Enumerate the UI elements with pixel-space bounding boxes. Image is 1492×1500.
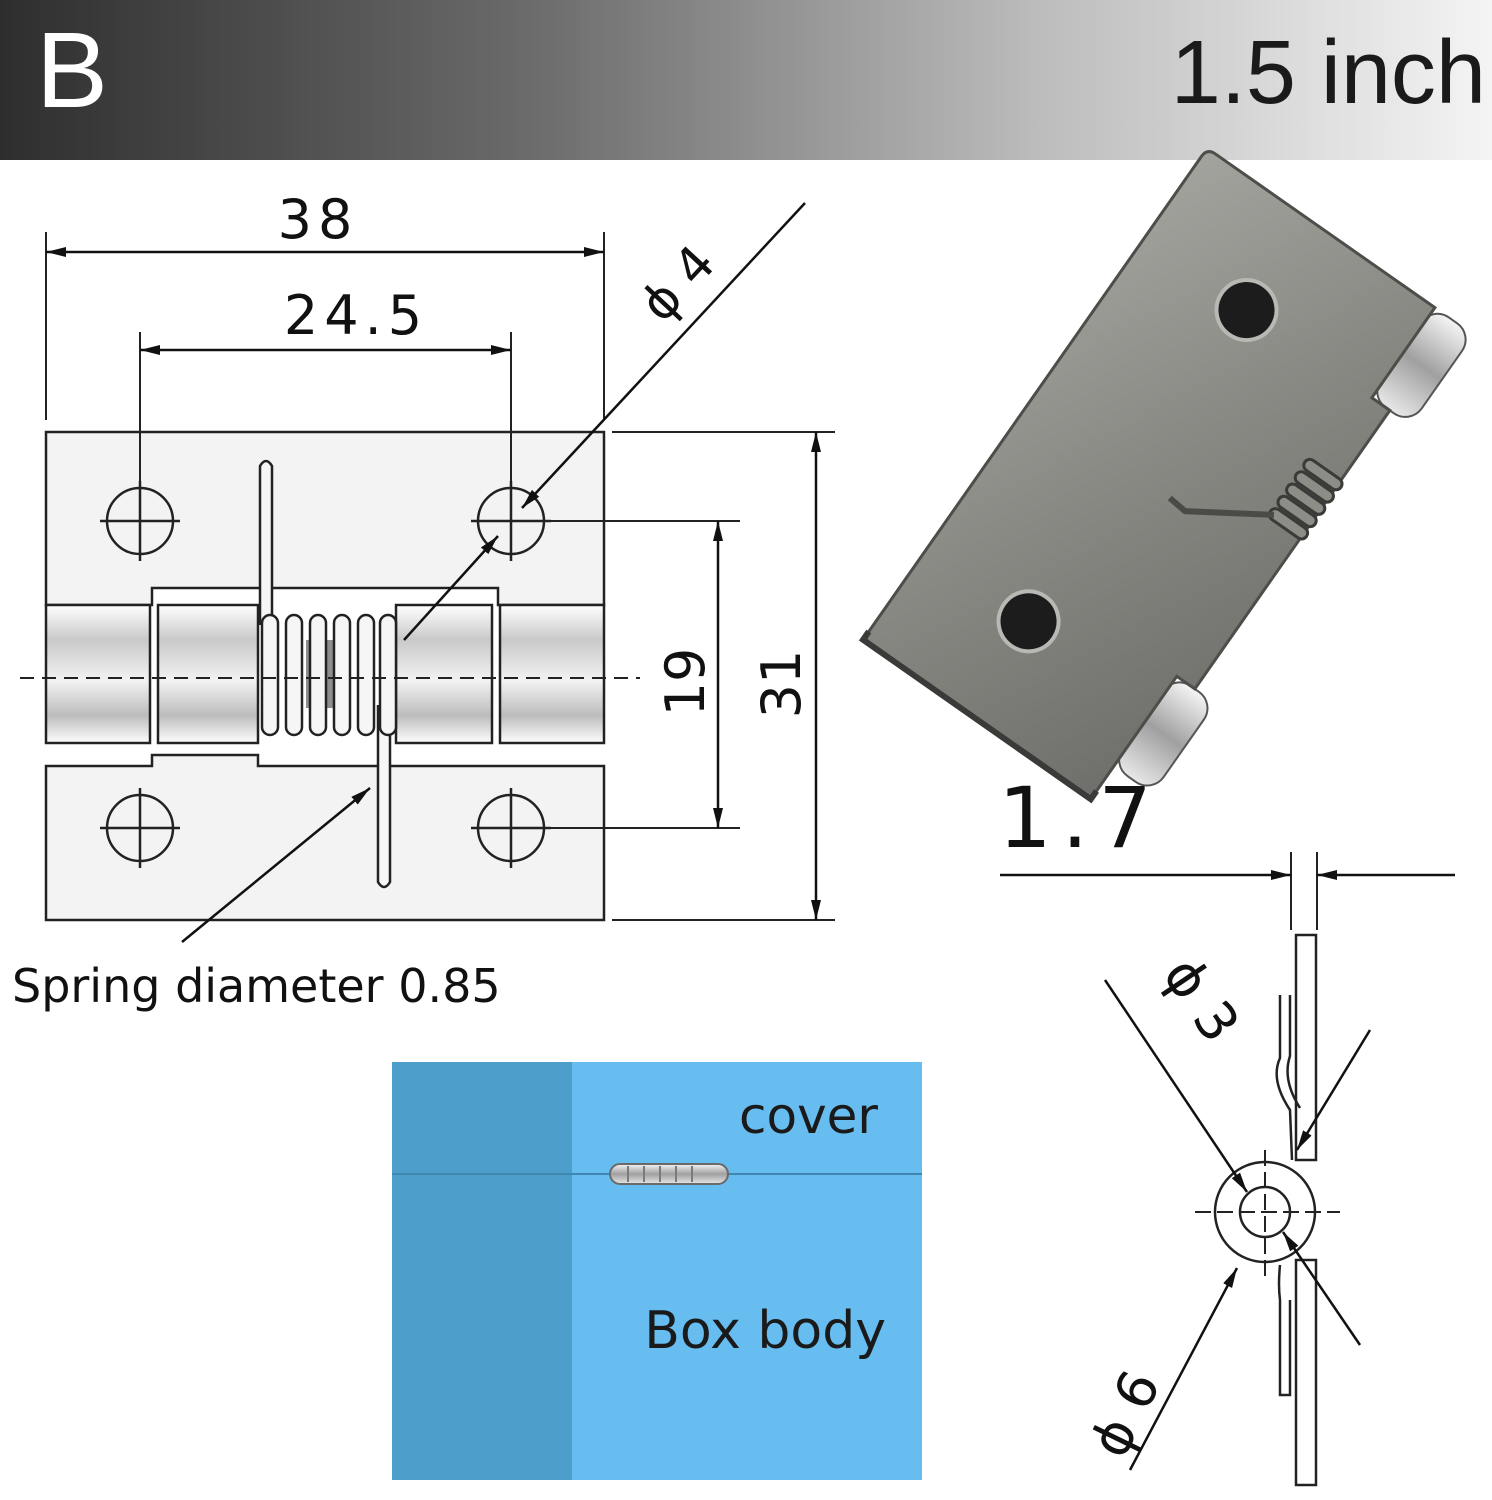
label-pin-diameter: ϕ 3 xyxy=(1151,946,1252,1053)
label-knuckle-diameter: ϕ 6 xyxy=(1078,1361,1173,1467)
leader-pin-diameter xyxy=(1103,979,1249,1193)
knuckle-right xyxy=(498,603,606,745)
knuckle-mid-right xyxy=(394,603,494,745)
variant-letter: B xyxy=(36,9,109,130)
hinge-hole-bottom xyxy=(996,589,1061,654)
spring-leg-top xyxy=(258,459,274,640)
header-banner: B 1.5 inch xyxy=(0,0,1492,160)
label-cover: cover xyxy=(739,1087,878,1145)
label-hole-diameter: ϕ 4 xyxy=(629,234,726,333)
label-spring-diameter: Spring diameter 0.85 xyxy=(12,959,501,1013)
label-thickness: 1.7 xyxy=(998,769,1162,867)
leader-spring xyxy=(181,787,371,943)
side-spring-leg-bottom xyxy=(1277,1264,1292,1397)
spring-leg-bottom xyxy=(376,700,392,889)
side-view: 1.7 ϕ 3 ϕ 6 xyxy=(998,769,1455,1487)
hinge-spring xyxy=(1267,457,1344,541)
box-front-panel xyxy=(572,1062,922,1480)
box-side-panel xyxy=(392,1062,572,1480)
install-diagram: cover Box body xyxy=(392,1062,922,1480)
side-leaf-top xyxy=(1294,933,1318,1162)
side-leaf-bottom xyxy=(1294,1258,1318,1487)
side-spring-leg-top xyxy=(1275,995,1294,1161)
mounting-holes xyxy=(100,481,551,868)
installed-hinge xyxy=(609,1163,729,1185)
label-box-body: Box body xyxy=(644,1301,886,1361)
size-label: 1.5 inch xyxy=(1170,23,1486,123)
label-overall-height: 31 xyxy=(750,650,813,719)
bottom-leaf xyxy=(44,753,606,922)
hinge-illustration xyxy=(858,150,1467,804)
leader-hole-diameter-tail xyxy=(403,535,499,641)
leader-knuckle-diameter xyxy=(1295,1029,1372,1151)
knuckle-mid-left xyxy=(156,603,260,745)
leader-pin-diameter-tail xyxy=(1281,1231,1362,1346)
hinge-hole-top xyxy=(1214,278,1279,343)
label-overall-length: 38 xyxy=(278,188,359,251)
label-hole-spacing: 24.5 xyxy=(284,284,428,347)
knuckle-left xyxy=(44,603,152,745)
top-leaf xyxy=(44,430,606,607)
leader-knuckle-diameter-tail xyxy=(1128,1267,1239,1471)
label-hole-pitch-vertical: 19 xyxy=(654,648,717,717)
spring-coils xyxy=(260,613,398,737)
front-view: 38 24.5 ϕ 4 19 31 Spring diameter 0.85 xyxy=(12,188,835,1013)
leader-hole-diameter xyxy=(521,202,806,509)
hinge-spring-leg xyxy=(1167,495,1275,518)
side-spring-leg-top-2 xyxy=(1286,995,1302,1109)
extension-lines xyxy=(45,232,835,921)
